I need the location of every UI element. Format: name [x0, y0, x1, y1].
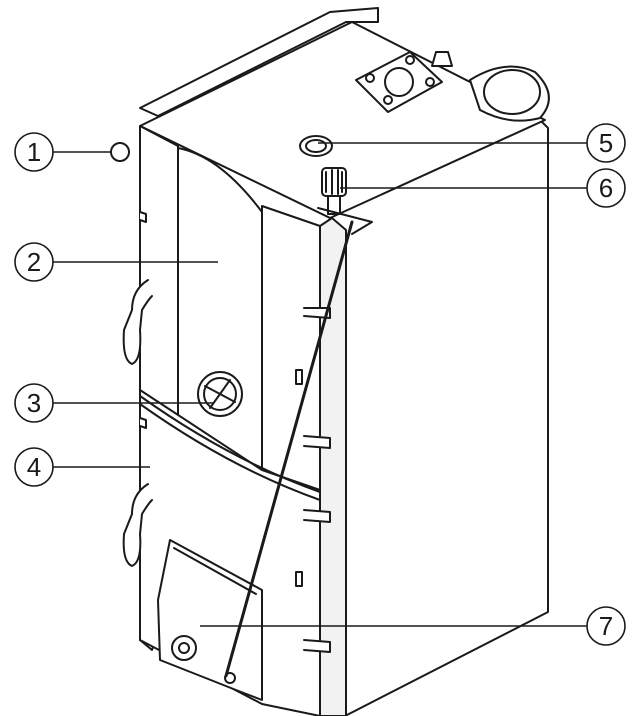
svg-text:7: 7 [599, 611, 613, 641]
flange-bolt-1 [365, 73, 375, 83]
front-right-edge [319, 217, 347, 716]
thermometer-knob [110, 142, 130, 162]
slot-upper [295, 369, 303, 385]
svg-text:6: 6 [599, 173, 613, 203]
top-inspection-opening-inner [305, 139, 327, 153]
lower-handle [122, 483, 153, 567]
flange-bolt-2 [405, 55, 415, 65]
hinge-4 [303, 639, 331, 653]
svg-text:3: 3 [27, 388, 41, 418]
upper-handle [122, 279, 153, 365]
svg-text:1: 1 [27, 137, 41, 167]
upper-door-side-strip [261, 205, 321, 495]
callout-2: 2 [14, 242, 218, 282]
slot-lower [295, 571, 303, 587]
left-hinge-bottom [139, 417, 147, 429]
hinge-2 [303, 435, 331, 449]
draft-regulator-cap-lines [325, 169, 343, 195]
hinge-3 [303, 509, 331, 523]
ash-door-knob-center [178, 642, 190, 654]
callout-1: 1 [14, 132, 112, 172]
flue-outlet-rim [483, 69, 541, 115]
lower-door-seam [139, 395, 321, 493]
hinge-1 [303, 307, 331, 319]
ash-door-frame [173, 547, 257, 595]
top-flange-port [384, 67, 414, 97]
svg-text:5: 5 [599, 128, 613, 158]
draft-regulator-chain [224, 220, 354, 678]
flange-bolt-4 [383, 95, 393, 105]
callout-3: 3 [14, 383, 214, 423]
callout-6: 6 [340, 168, 626, 208]
lower-door-seam-2 [139, 403, 321, 501]
callout-4: 4 [14, 447, 150, 487]
callout-7: 7 [200, 606, 626, 646]
left-hinge-top [139, 211, 147, 223]
safety-fitting [431, 51, 453, 67]
flange-bolt-3 [425, 77, 435, 87]
svg-text:2: 2 [27, 247, 41, 277]
top-back-rim [139, 7, 379, 117]
callout-5: 5 [318, 123, 626, 163]
svg-text:4: 4 [27, 452, 41, 482]
draft-regulator-lever [317, 207, 373, 235]
